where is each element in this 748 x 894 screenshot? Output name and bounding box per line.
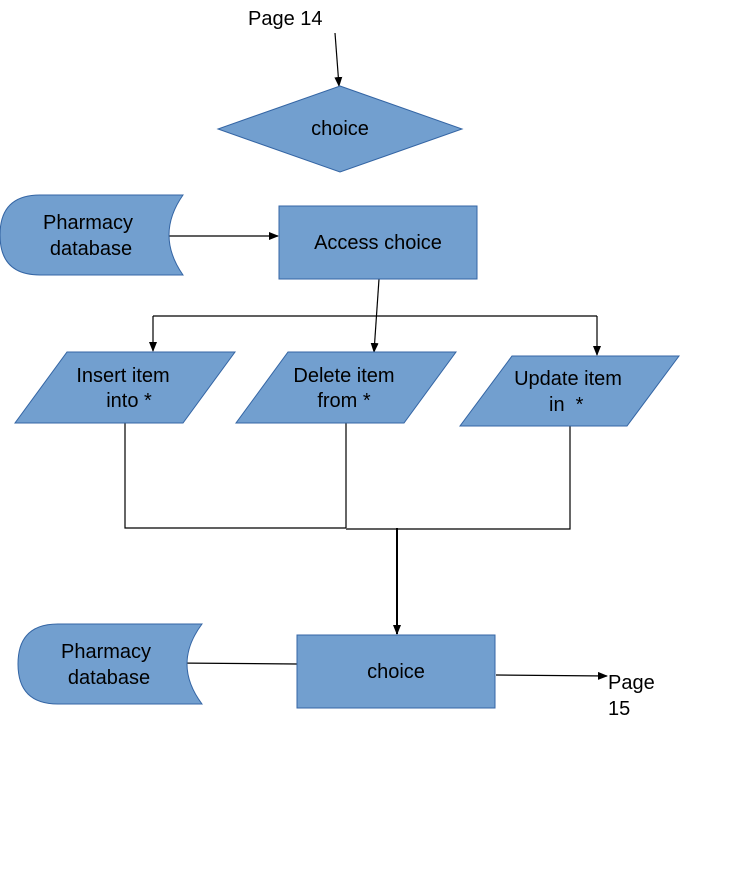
io-insert-item: Insert item into *: [14, 351, 236, 424]
page-out-label-line2: 15: [608, 698, 630, 720]
io-update-item: Update item in *: [459, 355, 680, 427]
io-delete-shape: [235, 351, 457, 424]
edge-page14-to-choice: [334, 32, 343, 87]
process-choice-bottom-label: choice: [367, 661, 425, 683]
io-delete-label-line1: Delete item: [293, 365, 394, 387]
io-update-shape: [459, 355, 680, 427]
io-insert-label-line1: Insert item: [76, 365, 169, 387]
io-insert-shape: [14, 351, 236, 424]
edge-choice-to-database: [173, 659, 298, 668]
io-update-label-line1: Update item: [514, 368, 622, 390]
process-choice-bottom-shape: [296, 634, 496, 709]
page-out-label-line1: Page: [608, 672, 655, 694]
database-bottom-label-line2: database: [68, 667, 150, 689]
edge-merge-lines: [124, 423, 346, 529]
database-bottom-label-line1: Pharmacy: [61, 641, 151, 663]
database-top-shape: [0, 194, 184, 276]
process-access-choice-shape: [278, 205, 478, 280]
decision-diamond-shape: [216, 85, 464, 173]
database-bottom-shape: [17, 623, 203, 705]
database-top-label-line2: database: [50, 238, 132, 260]
database-bottom: Pharmacy database: [17, 623, 203, 705]
process-access-choice: Access choice: [278, 205, 478, 280]
io-delete-label-line2: from *: [317, 390, 371, 412]
io-insert-label-line2: into *: [106, 390, 152, 412]
io-update-label-line2: in *: [549, 394, 584, 416]
edge-choice-to-page15: [495, 671, 608, 680]
decision-choice-top: choice: [216, 85, 464, 173]
database-top: Pharmacy database: [0, 194, 184, 276]
page-in-label: Page 14: [248, 8, 323, 30]
edge-update-down: [346, 426, 571, 530]
process-access-choice-label: Access choice: [314, 232, 442, 254]
decision-choice-top-label: choice: [311, 118, 369, 140]
process-choice-bottom: choice: [296, 634, 496, 709]
database-top-label-line1: Pharmacy: [43, 212, 133, 234]
io-delete-item: Delete item from *: [235, 351, 457, 424]
